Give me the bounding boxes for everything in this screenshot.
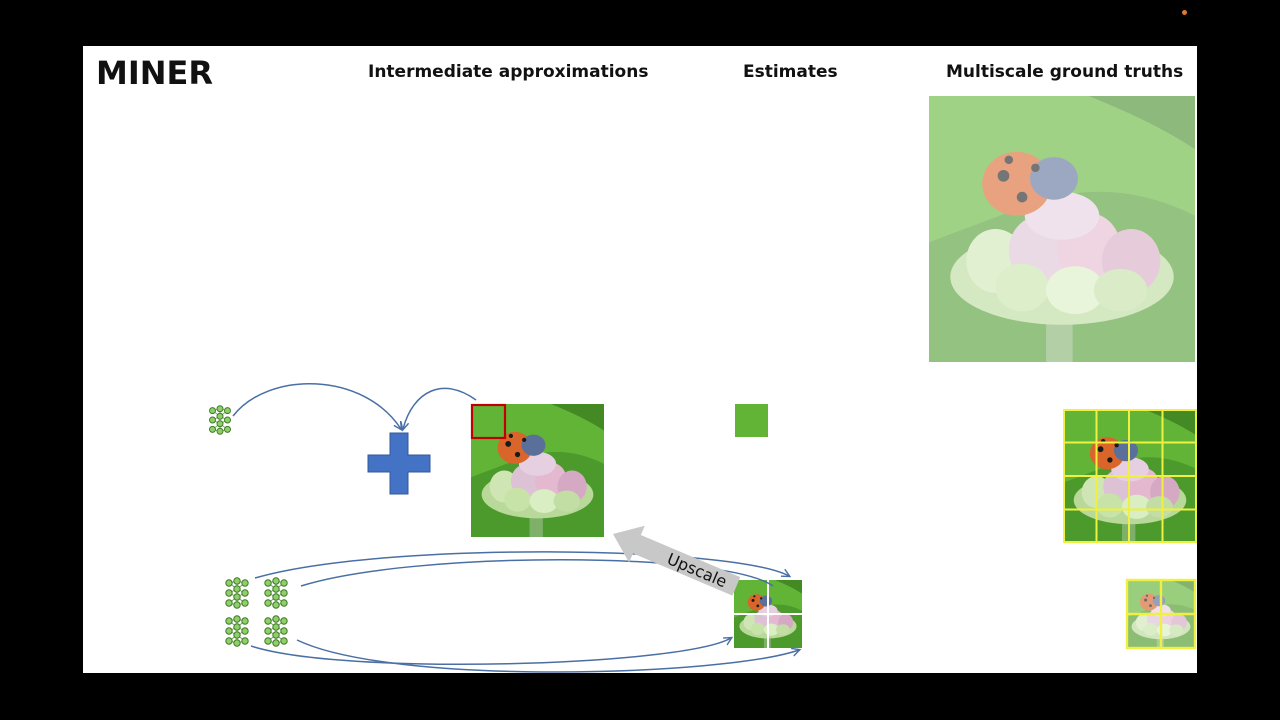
slide-title: MINER (96, 54, 214, 92)
ground-truth-small-image (1125, 578, 1197, 650)
miner-diagram: Upscale (209, 96, 1197, 673)
heading-estimates: Estimates (743, 62, 838, 82)
highlight-box (470, 403, 507, 440)
neural-network-icon (225, 577, 249, 609)
slide: MINER Intermediate approximations Estima… (83, 46, 1197, 673)
heading-multiscale-ground-truths: Multiscale ground truths (946, 62, 1184, 82)
heading-intermediate-approximations: Intermediate approximations (368, 62, 649, 82)
neural-network-icon (209, 405, 231, 435)
estimate-tiled-image (734, 580, 802, 648)
lower-arrows (250, 551, 799, 673)
neural-network-icon (225, 615, 249, 647)
ground-truth-medium-image (1063, 409, 1197, 543)
estimate-tiny-image (735, 404, 768, 437)
neural-network-icon (264, 615, 288, 647)
neural-network-icon (264, 577, 288, 609)
plus-icon (367, 432, 431, 495)
recording-indicator-icon (1182, 10, 1187, 15)
upper-arrows (232, 382, 477, 429)
upscale-arrow-icon[interactable]: Upscale (605, 516, 744, 605)
ground-truth-large-image (929, 96, 1195, 362)
upscale-label: Upscale (664, 549, 730, 591)
intermediate-approximation-image (470, 403, 604, 537)
